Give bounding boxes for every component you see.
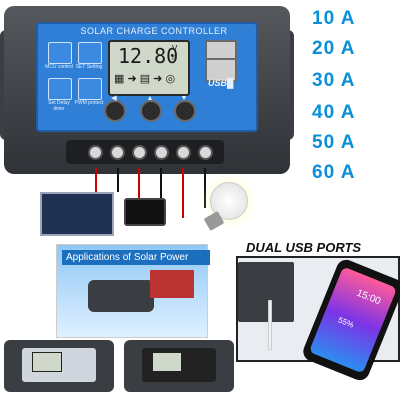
- terminal-screw: [110, 145, 125, 160]
- lock-protect-icon: [78, 78, 102, 100]
- amp-option: 50 A: [312, 132, 356, 153]
- usb-cable: [268, 300, 272, 350]
- controller-lcd: [108, 40, 190, 96]
- small-lcd: [152, 352, 182, 372]
- lcd-unit-bottom: h: [172, 53, 177, 62]
- wire-red: [138, 168, 140, 198]
- left-arrow-icon: ◀: [111, 95, 117, 102]
- lcd-status-icons: ▦ ➜ ▤ ➜ ◎: [114, 73, 176, 85]
- amp-option: 30 A: [312, 70, 356, 91]
- battery-icon: [124, 198, 166, 226]
- tile-label: MCU control: [45, 64, 73, 70]
- amp-option: 40 A: [312, 102, 356, 123]
- applications-controller-photo: [88, 280, 154, 312]
- up-button[interactable]: [140, 100, 162, 122]
- delay-timer-icon: [48, 78, 72, 100]
- wire-red: [182, 168, 184, 218]
- wire-red: [95, 168, 97, 192]
- tile-label: PWM protect: [74, 100, 104, 106]
- amp-option: 20 A: [312, 38, 356, 59]
- terminal-screw: [132, 145, 147, 160]
- solar-panel-icon: [40, 192, 114, 236]
- down-arrow-icon: ▼: [180, 95, 188, 102]
- down-button[interactable]: [174, 100, 196, 122]
- controller-title: SOLAR CHARGE CONTROLLER: [80, 26, 228, 36]
- amp-option: 10 A: [312, 8, 356, 29]
- lcd-unit-top: V: [172, 44, 178, 53]
- usb-port-icon: [205, 58, 237, 82]
- wire-black: [117, 168, 119, 192]
- terminal-screw: [154, 145, 169, 160]
- tile-label: SET Setting: [75, 64, 103, 70]
- tile-label: Set Delay timer: [48, 100, 70, 112]
- usb-label: USB█: [208, 78, 234, 88]
- terminal-screw: [198, 145, 213, 160]
- lcd-digits: 12.80: [118, 44, 179, 68]
- menu-button[interactable]: [104, 100, 126, 122]
- up-arrow-icon: ▲: [146, 95, 154, 102]
- terminal-screw: [88, 145, 103, 160]
- small-lcd: [32, 352, 62, 372]
- terminal-screw: [176, 145, 191, 160]
- applications-title: Applications of Solar Power: [62, 250, 210, 265]
- wire-black: [204, 168, 206, 208]
- amp-option: 60 A: [312, 162, 356, 183]
- usb-ports-title: DUAL USB PORTS: [246, 240, 362, 255]
- mcu-control-icon: [48, 42, 72, 64]
- set-setting-icon: [78, 42, 102, 64]
- lcd-unit: V h: [172, 44, 177, 62]
- controller-edge-photo: [238, 262, 294, 322]
- house-icon: [150, 270, 194, 298]
- wire-black: [160, 168, 162, 198]
